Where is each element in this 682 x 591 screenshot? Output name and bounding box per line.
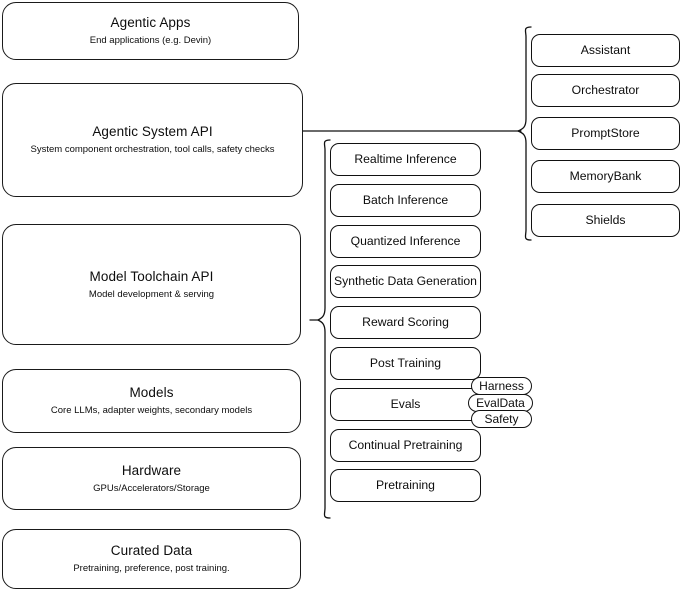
toolchain-item-label: Batch Inference xyxy=(362,193,449,207)
toolchain-item-realtime-inference[interactable]: Realtime Inference xyxy=(330,143,481,176)
toolchain-brace-icon xyxy=(317,139,331,519)
toolchain-item-reward-scoring[interactable]: Reward Scoring xyxy=(330,306,481,339)
agentic-component-label: Assistant xyxy=(580,43,631,57)
layer-card-model-toolchain-api[interactable]: Model Toolchain API Model development & … xyxy=(2,224,301,345)
eval-tag-harness[interactable]: Harness xyxy=(471,377,532,395)
toolchain-item-label: Quantized Inference xyxy=(350,234,461,248)
layer-subtitle: Model development & serving xyxy=(88,288,215,300)
eval-tag-label: Harness xyxy=(479,379,524,393)
toolchain-item-pretraining[interactable]: Pretraining xyxy=(330,469,481,502)
layer-title: Agentic Apps xyxy=(110,15,191,30)
toolchain-item-label: Realtime Inference xyxy=(354,152,457,166)
eval-tag-safety[interactable]: Safety xyxy=(471,410,532,428)
layer-card-agentic-apps[interactable]: Agentic Apps End applications (e.g. Devi… xyxy=(2,2,299,60)
toolchain-item-label: Pretraining xyxy=(376,478,435,492)
layer-card-curated-data[interactable]: Curated Data Pretraining, preference, po… xyxy=(2,529,301,589)
layer-subtitle: Pretraining, preference, post training. xyxy=(73,563,230,574)
toolchain-item-label: Reward Scoring xyxy=(362,315,449,329)
agentic-component-promptstore[interactable]: PromptStore xyxy=(531,117,680,150)
toolchain-item-evals[interactable]: Evals xyxy=(330,388,481,421)
toolchain-item-label: Synthetic Data Generation xyxy=(334,274,477,288)
agentic-brace-icon xyxy=(517,26,532,241)
toolchain-item-batch-inference[interactable]: Batch Inference xyxy=(330,184,481,217)
layer-title: Curated Data xyxy=(110,543,193,558)
toolchain-item-label: Evals xyxy=(390,397,421,411)
layer-subtitle: End applications (e.g. Devin) xyxy=(89,35,212,46)
eval-tag-label: EvalData xyxy=(476,396,525,410)
agentic-component-assistant[interactable]: Assistant xyxy=(531,34,680,67)
layer-subtitle: System component orchestration, tool cal… xyxy=(30,144,275,155)
layer-title: Hardware xyxy=(121,462,182,478)
toolchain-item-synthetic-data-generation[interactable]: Synthetic Data Generation xyxy=(330,265,481,298)
agentic-component-shields[interactable]: Shields xyxy=(531,204,680,237)
layer-title: Models xyxy=(129,385,174,400)
toolchain-item-continual-pretraining[interactable]: Continual Pretraining xyxy=(330,429,481,462)
toolchain-item-post-training[interactable]: Post Training xyxy=(330,347,481,380)
agentic-component-label: PromptStore xyxy=(571,126,640,140)
agentic-component-memorybank[interactable]: MemoryBank xyxy=(531,160,680,193)
layer-card-agentic-system-api[interactable]: Agentic System API System component orch… xyxy=(2,83,303,197)
layer-card-models[interactable]: Models Core LLMs, adapter weights, secon… xyxy=(2,369,301,433)
toolchain-item-quantized-inference[interactable]: Quantized Inference xyxy=(330,225,481,258)
layer-title: Model Toolchain API xyxy=(89,268,214,284)
layer-card-hardware[interactable]: Hardware GPUs/Accelerators/Storage xyxy=(2,447,301,510)
agentic-component-label: MemoryBank xyxy=(569,169,642,183)
agentic-component-label: Orchestrator xyxy=(571,83,640,97)
layer-title: Agentic System API xyxy=(92,124,213,139)
toolchain-item-label: Continual Pretraining xyxy=(348,438,463,452)
agentic-component-label: Shields xyxy=(585,213,626,227)
eval-tag-label: Safety xyxy=(484,412,519,426)
layer-subtitle: Core LLMs, adapter weights, secondary mo… xyxy=(50,405,253,416)
agentic-component-orchestrator[interactable]: Orchestrator xyxy=(531,74,680,107)
toolchain-item-label: Post Training xyxy=(369,356,442,370)
layer-subtitle: GPUs/Accelerators/Storage xyxy=(93,482,210,494)
